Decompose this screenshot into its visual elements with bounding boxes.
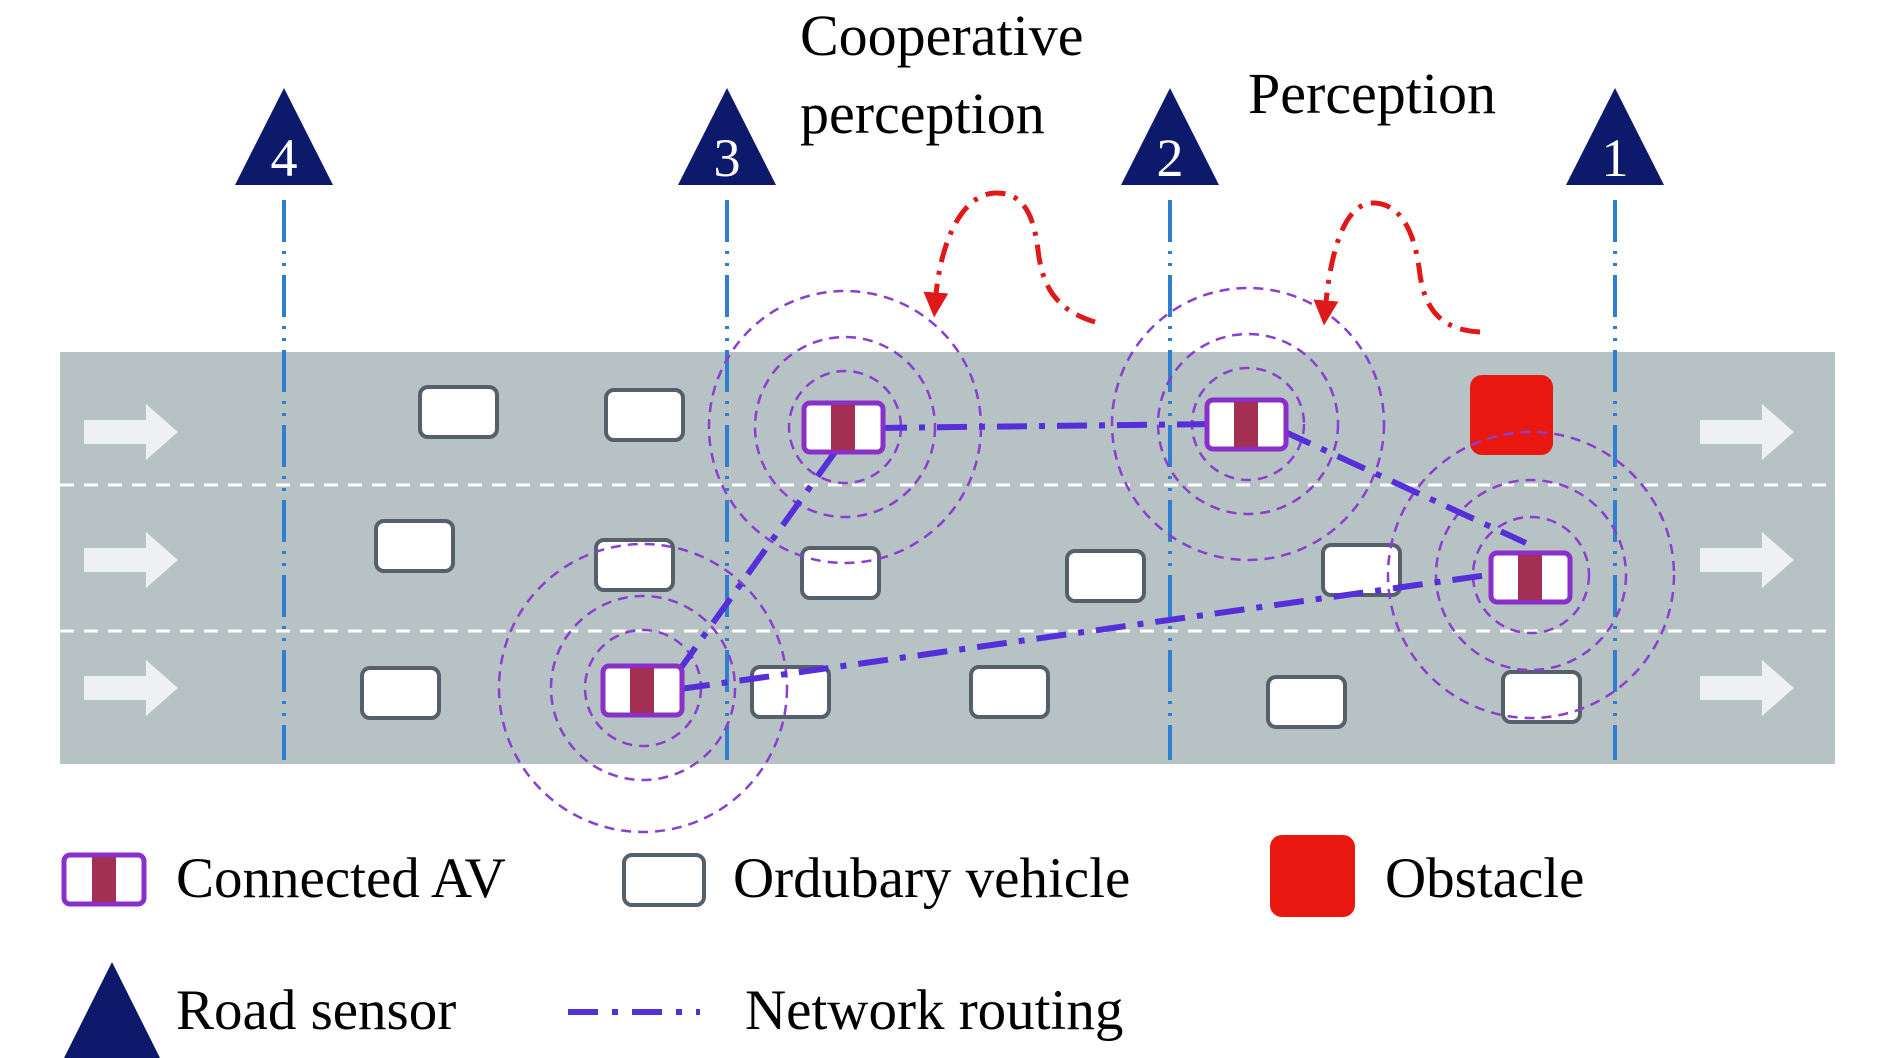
road-sensor-icon bbox=[235, 88, 333, 185]
lane-arrow-icon bbox=[84, 532, 178, 588]
ordinary-vehicle bbox=[1065, 549, 1146, 603]
road-sensor-3: 3 bbox=[678, 88, 776, 188]
legend: Connected AV Ordubary vehicle Obstacle R… bbox=[61, 835, 1584, 1058]
ordinary-vehicle bbox=[604, 388, 685, 442]
routing-link bbox=[675, 450, 838, 674]
lane-arrow-icon bbox=[1700, 404, 1794, 460]
road-sensor-icon bbox=[678, 88, 776, 185]
road-sensor-1: 1 bbox=[1566, 88, 1664, 188]
road-sensor-icon bbox=[1566, 88, 1664, 185]
lane-arrow-icon bbox=[84, 660, 178, 716]
range-rings bbox=[497, 286, 1676, 834]
ordinary-vehicle bbox=[1501, 670, 1582, 724]
ordinary-vehicle bbox=[360, 666, 441, 720]
legend-road-sensor: Road sensor bbox=[64, 962, 456, 1058]
connected-av-3 bbox=[1488, 550, 1573, 605]
road-sensor-4: 4 bbox=[235, 88, 333, 188]
road-sensor-icon bbox=[1121, 88, 1219, 185]
obstacle bbox=[1470, 375, 1553, 455]
legend-network-routing-label: Network routing bbox=[745, 979, 1123, 1042]
legend-obstacle-label: Obstacle bbox=[1385, 847, 1584, 910]
routing-link bbox=[1281, 428, 1528, 546]
range-rings-av-3 bbox=[1386, 430, 1676, 720]
lane-arrows bbox=[84, 404, 1794, 716]
perception-arrow bbox=[1313, 200, 1481, 335]
legend-ordinary-vehicle: Ordubary vehicle bbox=[622, 847, 1130, 910]
ordinary-vehicle bbox=[750, 665, 831, 719]
legend-ordinary-vehicle-label: Ordubary vehicle bbox=[733, 847, 1130, 910]
sensor-label-2: 2 bbox=[1157, 128, 1184, 188]
ordinary-vehicle bbox=[969, 665, 1050, 719]
perception-label: Perception bbox=[1248, 61, 1496, 126]
sensor-lines bbox=[282, 200, 1617, 760]
connected-av-4 bbox=[600, 663, 685, 718]
ordinary-vehicle-icon bbox=[622, 853, 706, 907]
cooperative-perception-label-line2: perception bbox=[800, 81, 1045, 146]
sensor-label-3: 3 bbox=[714, 128, 741, 188]
road-sensor-icon bbox=[64, 962, 160, 1058]
lane-arrow-icon bbox=[84, 404, 178, 460]
ordinary-vehicles bbox=[360, 385, 1582, 729]
ordinary-vehicle bbox=[374, 519, 455, 573]
ordinary-vehicle bbox=[1321, 543, 1402, 597]
sensor-label-1: 1 bbox=[1602, 128, 1629, 188]
legend-connected-av: Connected AV bbox=[61, 847, 506, 910]
lane-arrow-icon bbox=[1700, 660, 1794, 716]
network-routing bbox=[675, 421, 1528, 692]
lane-arrow-icon bbox=[1700, 532, 1794, 588]
legend-network-routing: Network routing bbox=[568, 979, 1123, 1042]
legend-road-sensor-label: Road sensor bbox=[176, 979, 456, 1042]
obstacle-icon bbox=[1270, 835, 1355, 917]
ordinary-vehicle bbox=[418, 385, 499, 439]
ordinary-vehicle bbox=[800, 546, 881, 600]
connected-av-2 bbox=[1204, 397, 1289, 452]
perception-arrows bbox=[923, 190, 1481, 335]
cooperative-perception-arrow bbox=[923, 190, 1096, 325]
sensor-label-4: 4 bbox=[271, 128, 298, 188]
legend-connected-av-label: Connected AV bbox=[176, 847, 506, 910]
ordinary-vehicle bbox=[1266, 675, 1347, 729]
cooperative-perception-label-line1: Cooperative bbox=[800, 3, 1083, 68]
routing-link bbox=[679, 571, 1496, 692]
road-sensor-2: 2 bbox=[1121, 88, 1219, 188]
legend-obstacle: Obstacle bbox=[1270, 835, 1584, 917]
connected-av-1 bbox=[801, 400, 886, 455]
ordinary-vehicle bbox=[594, 538, 675, 592]
